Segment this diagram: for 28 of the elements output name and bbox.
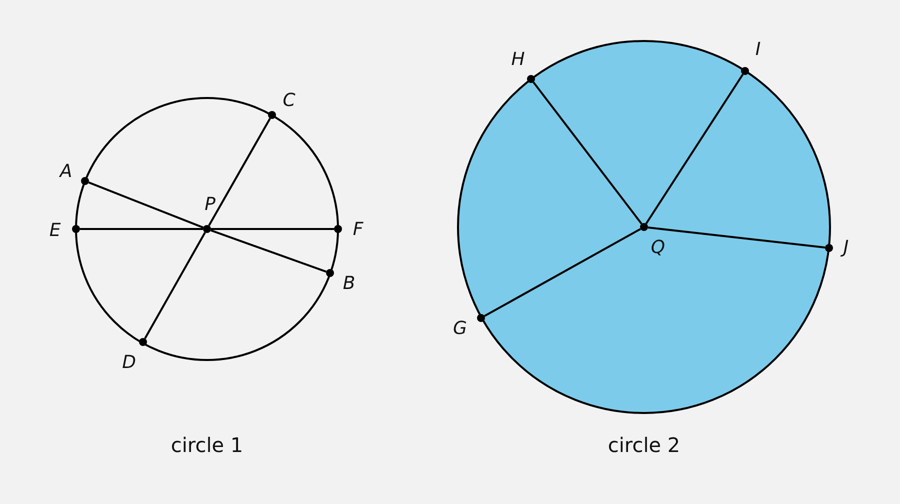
circle-caption: circle 2 <box>608 433 680 457</box>
line-segment <box>80 228 203 230</box>
line-segment <box>144 232 206 340</box>
labelled-point <box>57 162 89 185</box>
line-segment <box>484 228 641 317</box>
line-segment <box>532 82 642 224</box>
point-label: P <box>204 195 216 215</box>
circle-caption: circle 1 <box>170 433 244 457</box>
labelled-point <box>268 91 298 119</box>
line-segment <box>210 229 327 273</box>
line-segment <box>211 228 334 230</box>
point-label: C <box>282 91 296 111</box>
point-label: J <box>843 238 849 258</box>
point-label: F <box>352 220 364 240</box>
line-segment <box>88 182 204 228</box>
point-label: B <box>342 274 356 294</box>
point-label: D <box>122 353 136 373</box>
line-segment <box>645 74 744 224</box>
line-segment <box>648 226 826 249</box>
point-label: E <box>49 221 61 241</box>
point-label: H <box>511 50 525 70</box>
point-label: G <box>453 319 467 339</box>
point-label: Q <box>650 238 666 258</box>
labelled-point <box>640 223 667 258</box>
labelled-point <box>509 50 535 83</box>
point-label: A <box>60 162 72 182</box>
line-segment <box>208 118 271 226</box>
point-label: I <box>755 40 761 60</box>
